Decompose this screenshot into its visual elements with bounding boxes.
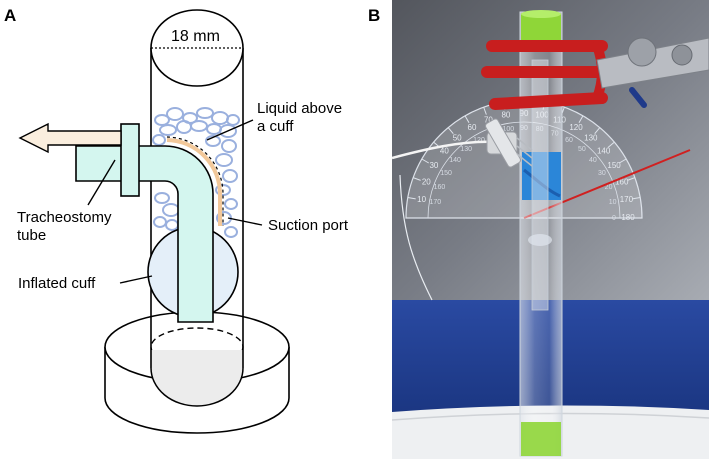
protractor-tick-mark <box>412 177 421 181</box>
green-plug-bottom <box>521 422 561 456</box>
tube-flange <box>120 123 140 197</box>
protractor-tick-mark <box>464 115 470 123</box>
protractor-tick-label: 80 <box>501 111 510 120</box>
protractor-tick-label: 170 <box>620 195 634 204</box>
protractor-tick-label: 10 <box>417 195 426 204</box>
protractor-inner-tick-label: 20 <box>605 184 613 191</box>
protractor-tick-label: 20 <box>422 178 431 187</box>
protractor-tick-label: 70 <box>484 115 493 124</box>
protractor-tick-mark <box>578 115 584 123</box>
protractor-tick-mark <box>421 158 429 164</box>
protractor-tick-label: 40 <box>440 146 449 155</box>
suction-port-label: Suction port <box>268 217 349 234</box>
protractor-inner-tick-label: 60 <box>565 137 573 144</box>
protractor-inner-tick-label: 100 <box>503 126 515 133</box>
panel-b-letter: B <box>368 6 381 25</box>
tracheostomy-tube <box>75 136 224 323</box>
protractor-inner-tick-label: 150 <box>440 170 452 177</box>
protractor-inner-tick-label: 160 <box>434 184 446 191</box>
protractor-tick-mark <box>632 197 641 200</box>
protractor-ticks: 1017020160301504014050130601207011080100… <box>407 100 642 222</box>
protractor-tick-mark <box>594 127 601 135</box>
protractor-inner-tick-label: 140 <box>449 157 461 164</box>
protractor-tick-mark <box>619 158 627 164</box>
diameter-label: 18 mm <box>171 28 220 45</box>
protractor-tick-mark <box>483 106 487 115</box>
protractor-tick-mark <box>447 127 454 135</box>
protractor-inner-tick-label: 30 <box>598 170 606 177</box>
red-clamp <box>481 40 608 110</box>
protractor-tick-label: 130 <box>584 133 598 142</box>
protractor-tick-label: 150 <box>607 161 621 170</box>
glass-tube <box>519 11 563 457</box>
metal-clamp-arm <box>596 37 709 108</box>
tracheostomy-model-diagram <box>18 9 290 434</box>
protractor-tick-label: 180 <box>621 213 635 222</box>
tracheostomy-label-line1: Tracheostomy <box>17 209 112 226</box>
protractor-inner-tick-label: 120 <box>473 137 485 144</box>
protractor-inner-tick-label: 170 <box>430 199 442 206</box>
suction-cable <box>392 140 498 160</box>
tracheostomy-label: Tracheostomy tube <box>17 209 111 245</box>
glass-cylinder <box>150 9 244 407</box>
protractor-tick-label: 30 <box>429 161 438 170</box>
protractor-tick-label: 140 <box>597 146 611 155</box>
liquid-label: Liquid above a cuff <box>257 100 342 136</box>
protractor-tick-label: 50 <box>453 133 462 142</box>
tracheostomy-label-line2: tube <box>17 227 47 244</box>
protractor-inner-tick-label: 10 <box>609 199 617 206</box>
inflated-cuff-label: Inflated cuff <box>18 275 96 292</box>
tube-connector <box>485 118 533 168</box>
protractor-tick-mark <box>627 177 636 181</box>
protractor-tick-label: 120 <box>569 123 583 132</box>
protractor-inner-tick-label: 130 <box>460 146 472 153</box>
protractor-tick-mark <box>607 141 615 148</box>
inner-tube <box>531 59 549 311</box>
outflow-arrow <box>18 122 122 154</box>
protractor-tick-label: 60 <box>468 123 477 132</box>
side-tube <box>399 174 433 301</box>
liquid-label-line2: a cuff <box>257 118 294 135</box>
protractor-inner-tick-label: 0 <box>612 215 616 222</box>
leader-lines <box>87 119 263 284</box>
experiment-photo: 1017020160301504014050130601207011080100… <box>392 0 709 459</box>
protractor-tick-mark <box>407 197 416 200</box>
protractor-inner-tick-label: 40 <box>589 157 597 164</box>
protractor-tick-label: 160 <box>615 178 629 187</box>
protractor-inner-tick-label: 50 <box>578 146 586 153</box>
panel-a-letter: A <box>4 6 17 25</box>
liquid-label-line1: Liquid above <box>257 100 343 117</box>
